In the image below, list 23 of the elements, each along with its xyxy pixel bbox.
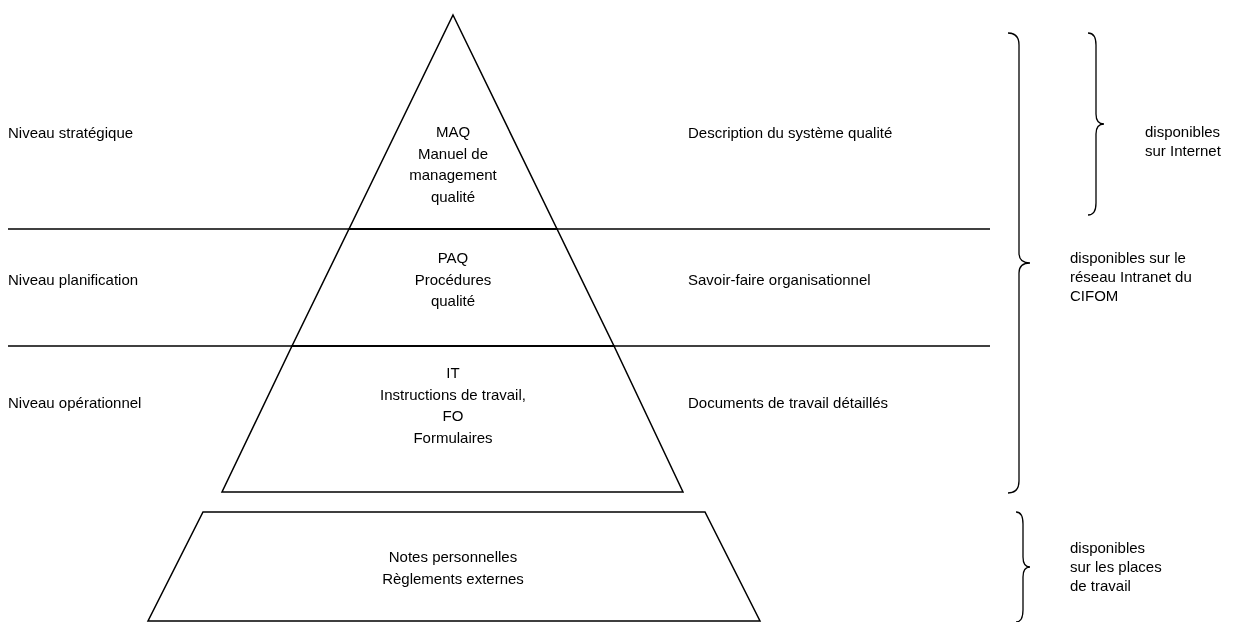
node-text: PAQ [436, 248, 470, 268]
node-text: Règlements externes [381, 568, 525, 589]
availability-note: disponibles sur le réseau Intranet du CIFOM [1070, 248, 1193, 305]
description-text: Savoir-faire organisationnel [688, 270, 871, 289]
node-text: Procédures qualité [413, 269, 493, 311]
pyramid-apex [349, 15, 557, 229]
description-text: Documents de travail détaillés [688, 393, 889, 412]
node-text: FO [441, 406, 465, 426]
node-text: Formulaires [412, 427, 494, 448]
node-text: MAQ [434, 122, 472, 142]
node-text: IT [445, 363, 461, 383]
node-text: Notes personnelles [387, 547, 519, 567]
node-text: Manuel de management qualité [408, 143, 498, 207]
availability-note: disponibles sur les places de travail [1070, 538, 1163, 595]
pyramid-band [222, 346, 683, 492]
level-label: Niveau planification [8, 270, 139, 289]
pyramid-band [292, 229, 614, 346]
node-text: Instructions de travail, [379, 384, 527, 405]
availability-note: disponibles sur Internet [1145, 122, 1222, 160]
trapezoid-base [148, 512, 760, 621]
description-text: Description du système qualité [688, 123, 893, 142]
level-label: Niveau opérationnel [8, 393, 142, 412]
level-label: Niveau stratégique [8, 123, 134, 142]
